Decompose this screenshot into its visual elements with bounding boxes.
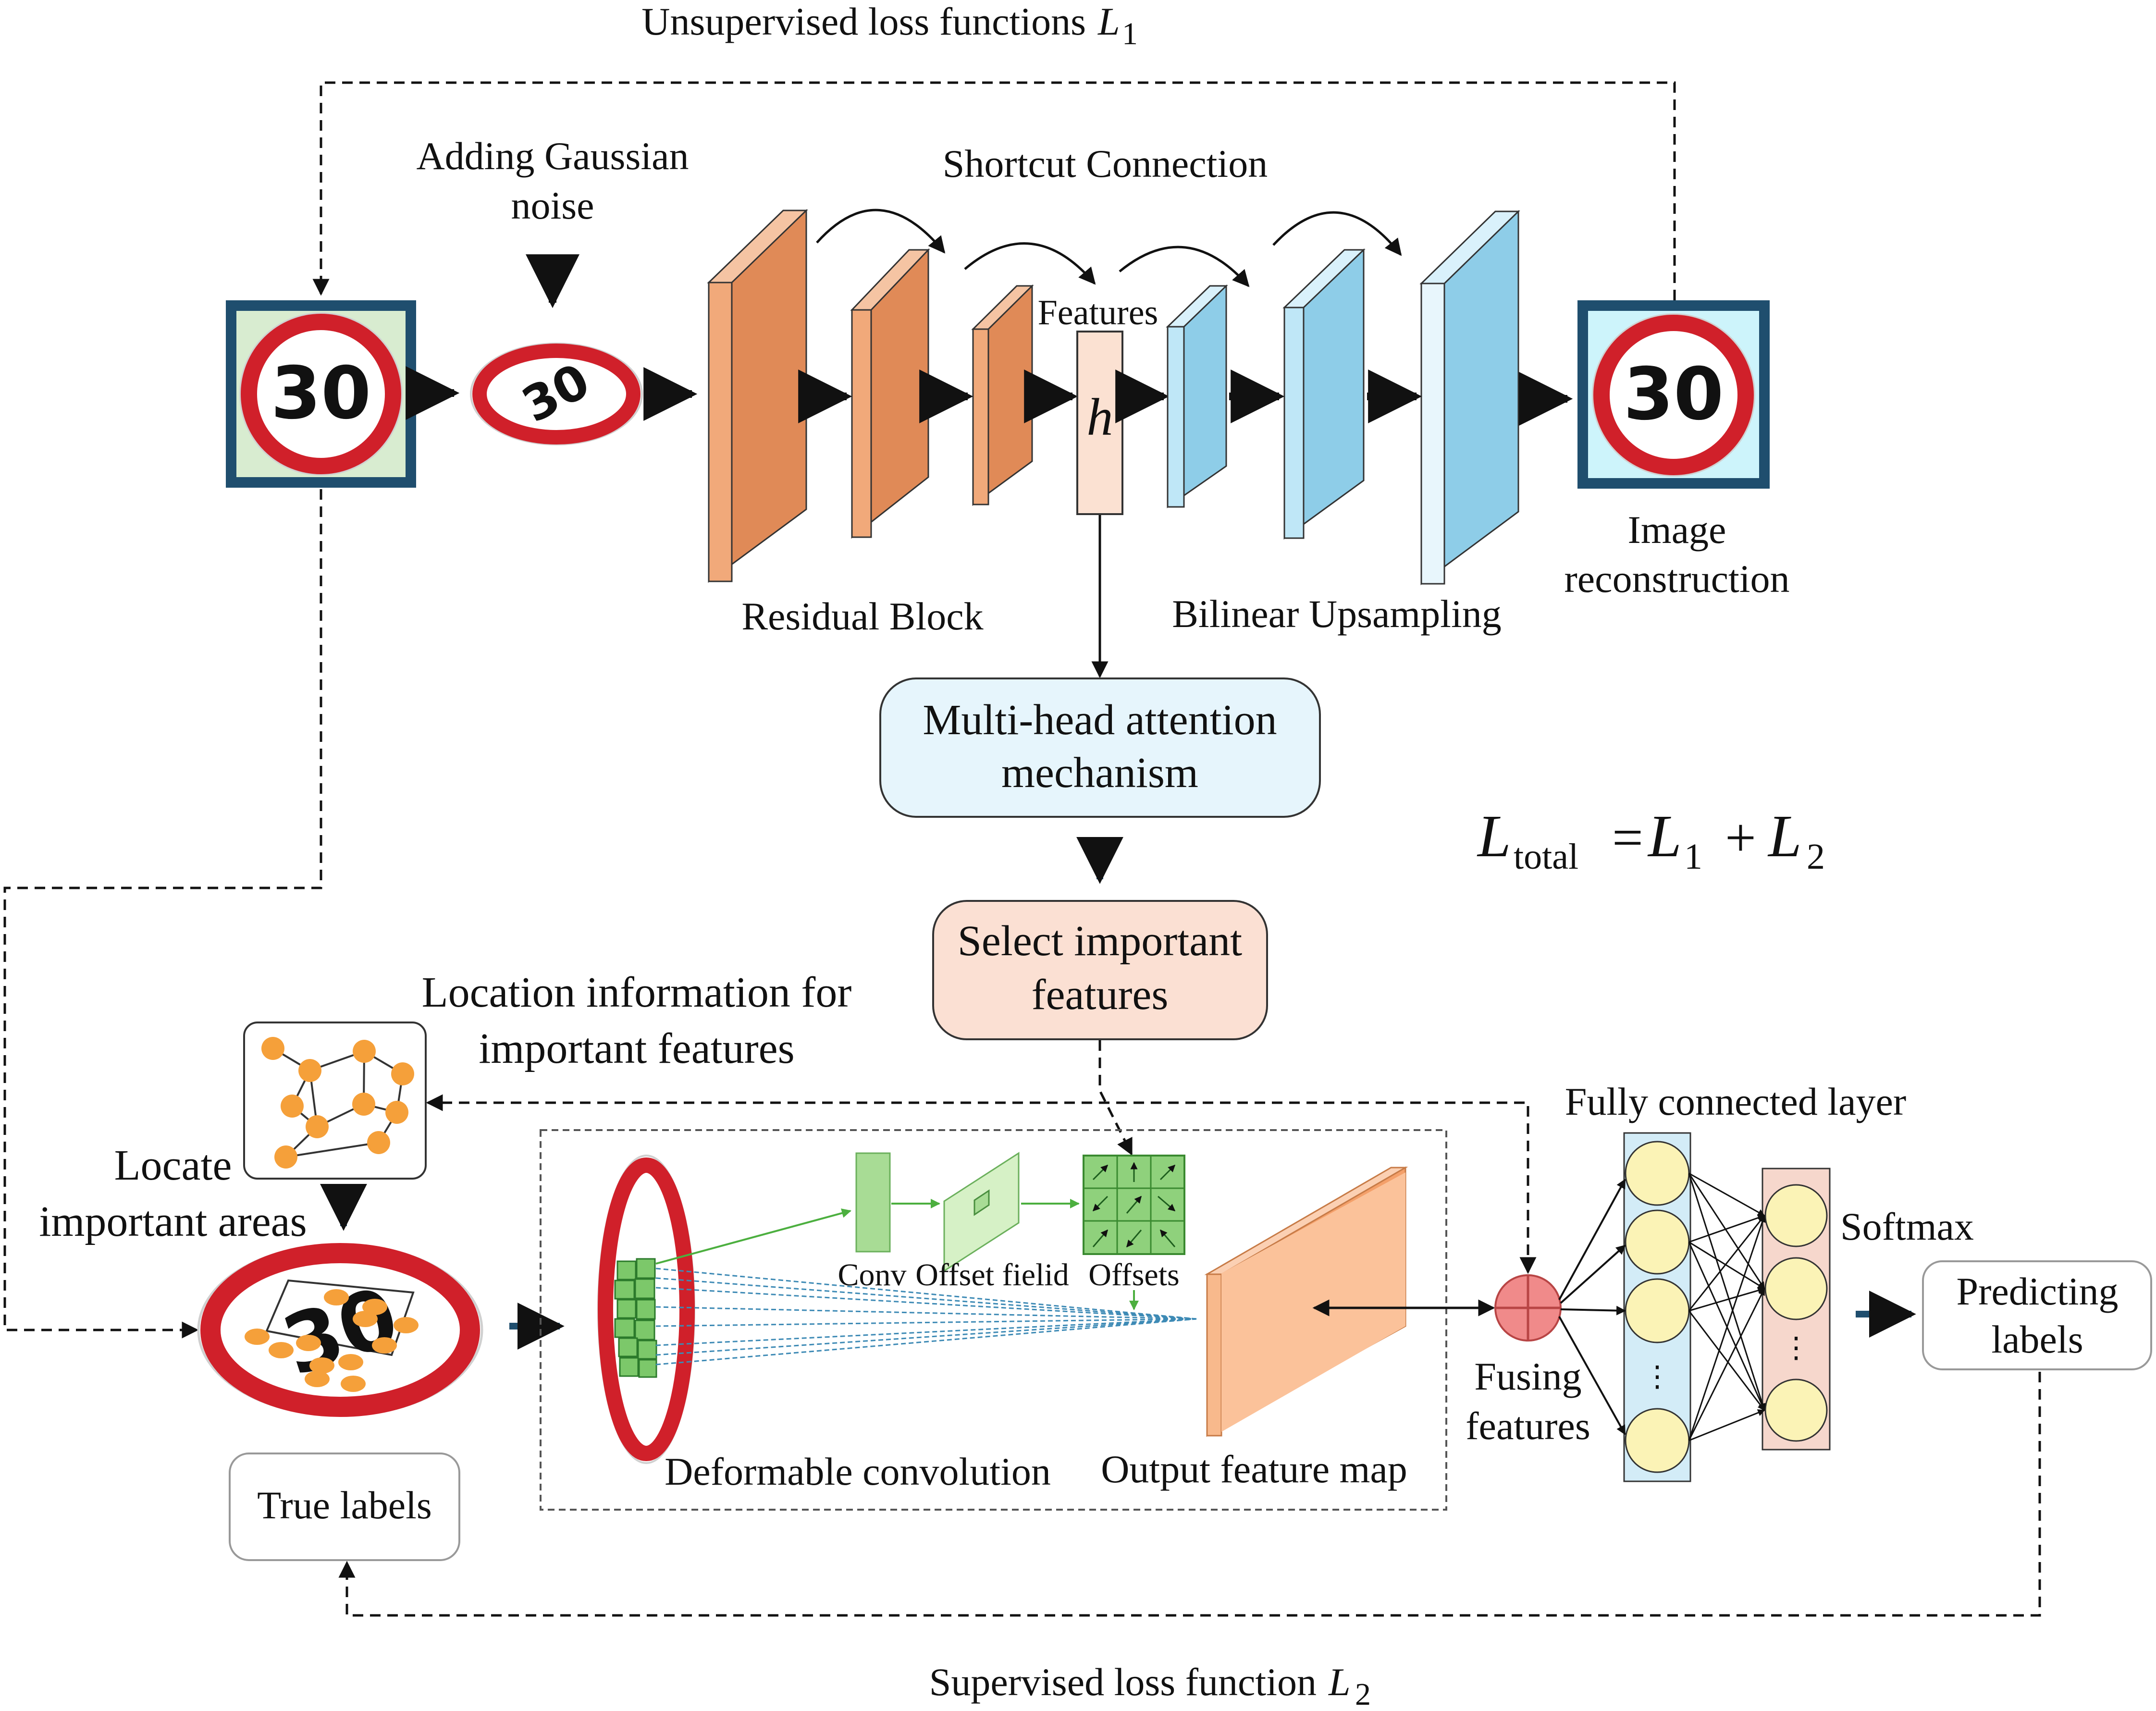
svg-text:Image: Image bbox=[1628, 508, 1726, 552]
svg-text:Select important: Select important bbox=[958, 917, 1242, 965]
svg-text:L: L bbox=[1647, 803, 1682, 870]
svg-text:reconstruction: reconstruction bbox=[1564, 557, 1789, 601]
softmax-label: Softmax bbox=[1840, 1205, 1974, 1248]
svg-text:features: features bbox=[1032, 971, 1169, 1019]
svg-text:labels: labels bbox=[1991, 1317, 2083, 1361]
svg-text:Features: Features bbox=[1038, 293, 1158, 332]
svg-text:total: total bbox=[1514, 837, 1578, 877]
svg-text:Shortcut Connection: Shortcut Connection bbox=[943, 142, 1268, 185]
svg-text:Multi-head attention: Multi-head attention bbox=[923, 696, 1277, 744]
svg-text:Conv: Conv bbox=[838, 1257, 906, 1292]
fc-to-softmax-links bbox=[1688, 1172, 1766, 1441]
supervised-loss-title: Supervised loss function L 2 bbox=[929, 1660, 1371, 1711]
predicting-labels-box: Predicting labels bbox=[1922, 1260, 2152, 1370]
svg-text:mechanism: mechanism bbox=[1001, 749, 1198, 797]
svg-text:features: features bbox=[1466, 1404, 1590, 1448]
location-feedback-link bbox=[426, 1094, 1537, 1274]
bilinear-upsampling-label: Bilinear Upsampling bbox=[1172, 592, 1502, 636]
svg-text:1: 1 bbox=[1684, 837, 1702, 877]
svg-text:L: L bbox=[1097, 0, 1120, 43]
fully-connected-layer: ⋮ bbox=[1623, 1132, 1691, 1482]
svg-text:Supervised loss function: Supervised loss function bbox=[929, 1660, 1317, 1704]
deformable-panel-labels: Deformable convolution Output feature ma… bbox=[665, 1447, 1407, 1493]
svg-text:⋮: ⋮ bbox=[1643, 1361, 1672, 1392]
svg-text:Locate: Locate bbox=[114, 1142, 232, 1189]
noisy-sign-image: 30 bbox=[470, 343, 643, 445]
svg-text:Predicting: Predicting bbox=[1956, 1269, 2118, 1313]
unsupervised-loss-loop bbox=[312, 81, 1676, 300]
svg-text:Output feature map: Output feature map bbox=[1101, 1447, 1407, 1491]
svg-text:noise: noise bbox=[511, 184, 594, 227]
svg-text:L: L bbox=[1477, 803, 1511, 870]
svg-text:Adding Gaussian: Adding Gaussian bbox=[416, 134, 689, 178]
fusing-features-label: Fusing features bbox=[1466, 1354, 1590, 1448]
svg-text:important features: important features bbox=[479, 1025, 794, 1072]
locate-areas-label: Locate important areas bbox=[39, 1142, 307, 1245]
svg-text:L: L bbox=[1767, 803, 1802, 870]
true-labels-box: True labels bbox=[229, 1453, 460, 1561]
svg-text:30: 30 bbox=[1624, 353, 1724, 436]
select-to-offsets-link bbox=[1098, 1040, 1133, 1156]
feature-node-graph-icon bbox=[243, 1022, 427, 1180]
total-loss-equation: L total = L 1 + L 2 bbox=[1477, 803, 1825, 877]
location-info-label: Location information for important featu… bbox=[422, 969, 852, 1072]
deformable-convolution-panel bbox=[540, 1129, 1447, 1511]
shortcut-connection: Shortcut Connection bbox=[816, 142, 1402, 287]
latent-features: Features h bbox=[1038, 293, 1158, 515]
multi-head-attention-box: Multi-head attention mechanism bbox=[879, 677, 1321, 818]
select-important-features-box: Select important features bbox=[932, 900, 1268, 1040]
input-sign-image: 30 bbox=[226, 300, 416, 488]
annotated-sign-image: 30 bbox=[197, 1243, 483, 1417]
svg-text:⋮: ⋮ bbox=[1782, 1332, 1811, 1364]
softmax-layer: ⋮ bbox=[1762, 1168, 1831, 1451]
residual-block-encoder bbox=[707, 209, 1034, 583]
conv-block: Conv bbox=[838, 1152, 907, 1292]
svg-text:1: 1 bbox=[1122, 16, 1138, 51]
offsets-grid: Offsets bbox=[1083, 1155, 1185, 1292]
supervised-loss-loop bbox=[338, 1372, 2041, 1617]
svg-text:2: 2 bbox=[1807, 837, 1825, 877]
svg-text:important areas: important areas bbox=[39, 1198, 307, 1245]
reconstructed-sign-image: 30 bbox=[1577, 300, 1770, 489]
svg-text:L: L bbox=[1328, 1660, 1351, 1704]
fuse-to-fc-links bbox=[1558, 1179, 1626, 1435]
image-reconstruction-label: Image reconstruction bbox=[1564, 508, 1789, 601]
residual-block-label: Residual Block bbox=[741, 594, 983, 638]
decoder-arrows bbox=[1229, 369, 1573, 426]
svg-text:Fusing: Fusing bbox=[1474, 1354, 1581, 1398]
svg-text:Offsets: Offsets bbox=[1088, 1257, 1179, 1292]
bilinear-upsampling-decoder bbox=[1166, 210, 1520, 585]
svg-text:2: 2 bbox=[1355, 1677, 1371, 1711]
svg-text:h: h bbox=[1087, 388, 1113, 446]
fully-connected-label: Fully connected layer bbox=[1565, 1080, 1906, 1123]
fusing-features-node bbox=[1494, 1274, 1562, 1342]
deformable-input-sign bbox=[597, 1155, 695, 1464]
svg-text:True labels: True labels bbox=[257, 1483, 432, 1527]
svg-text:Location information for: Location information for bbox=[422, 969, 852, 1016]
svg-text:Deformable convolution: Deformable convolution bbox=[665, 1450, 1051, 1493]
input-to-locate-link bbox=[3, 489, 322, 1339]
svg-text:=: = bbox=[1612, 807, 1643, 868]
unsupervised-loss-title: Unsupervised loss functions L 1 bbox=[641, 0, 1138, 51]
offset-field-block: Offset fielid bbox=[915, 1152, 1069, 1292]
svg-text:Unsupervised loss functions: Unsupervised loss functions bbox=[641, 0, 1086, 43]
sampling-rays bbox=[655, 1268, 1197, 1366]
svg-text:Offset fielid: Offset fielid bbox=[915, 1257, 1069, 1292]
svg-text:+: + bbox=[1725, 807, 1756, 868]
speed-limit-value: 30 bbox=[271, 352, 371, 435]
adding-noise-label: Adding Gaussian noise bbox=[416, 134, 689, 227]
output-feature-map bbox=[1204, 1166, 1408, 1437]
